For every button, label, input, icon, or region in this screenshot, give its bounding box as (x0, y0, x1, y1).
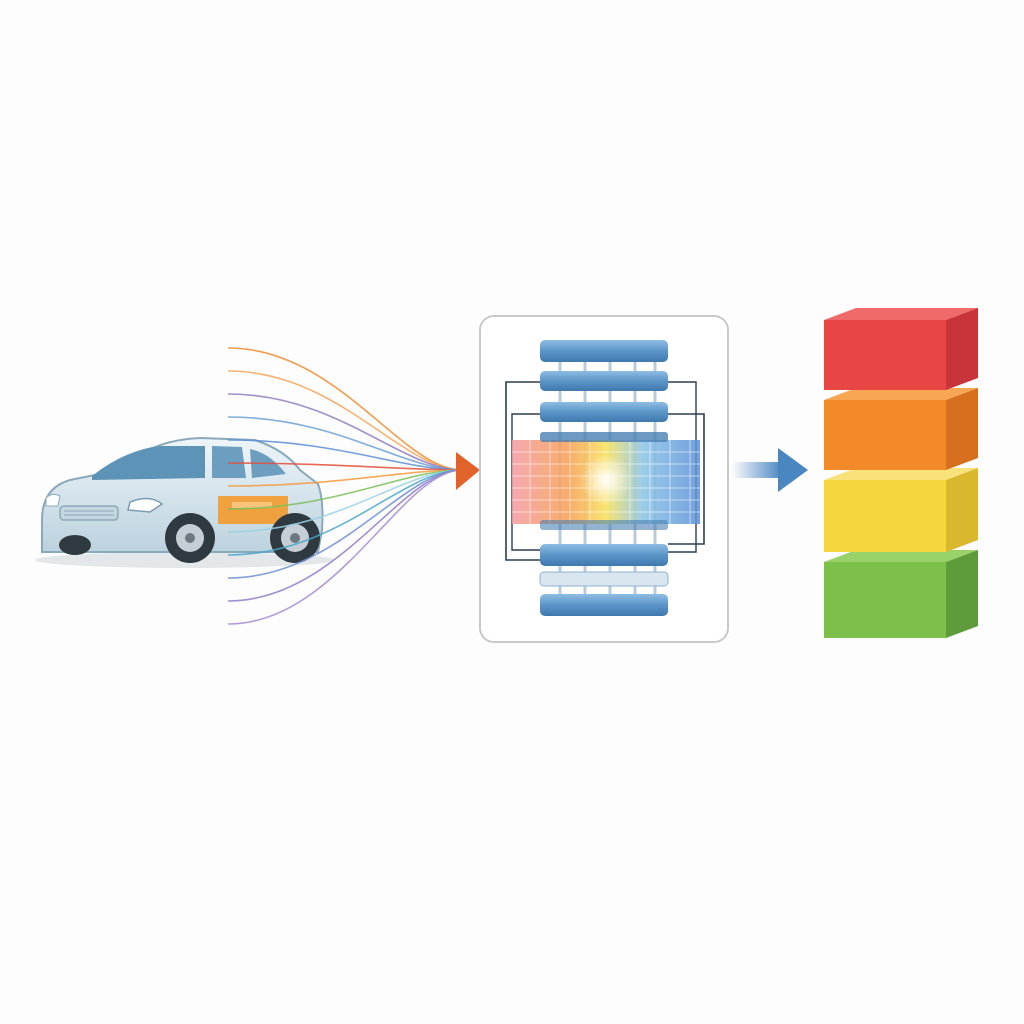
signal-line (227, 393, 463, 471)
output-block-green (824, 550, 978, 638)
signal-line (227, 347, 463, 471)
signal-line (227, 469, 463, 556)
signal-line (227, 469, 463, 625)
car-icon (35, 436, 335, 568)
signal-line (227, 416, 463, 471)
signal-line (227, 370, 463, 471)
output-block-orange (824, 388, 978, 470)
network-layer (540, 402, 668, 422)
signal-line (227, 469, 463, 579)
network-layer (540, 432, 668, 442)
orange-arrow-icon (456, 452, 480, 490)
network-layer (540, 340, 668, 362)
stacked-blocks-icon (824, 308, 978, 638)
signal-line (227, 469, 463, 510)
signal-line (227, 469, 463, 487)
network-layer (540, 544, 668, 566)
signal-line (227, 469, 463, 602)
rear-wheel-icon (270, 513, 320, 563)
network-layer (540, 594, 668, 616)
signal-line (227, 469, 463, 533)
blue-arrow-icon (732, 448, 808, 492)
layered-network-icon (479, 315, 729, 643)
network-layer (540, 371, 668, 391)
signal-line (227, 462, 463, 471)
front-wheel-icon (165, 513, 215, 563)
network-layer (539, 571, 669, 587)
signal-line (227, 439, 463, 471)
signal-lines (227, 347, 463, 625)
output-block-yellow (824, 468, 978, 552)
output-block-red (824, 308, 978, 390)
network-layer (540, 520, 668, 530)
